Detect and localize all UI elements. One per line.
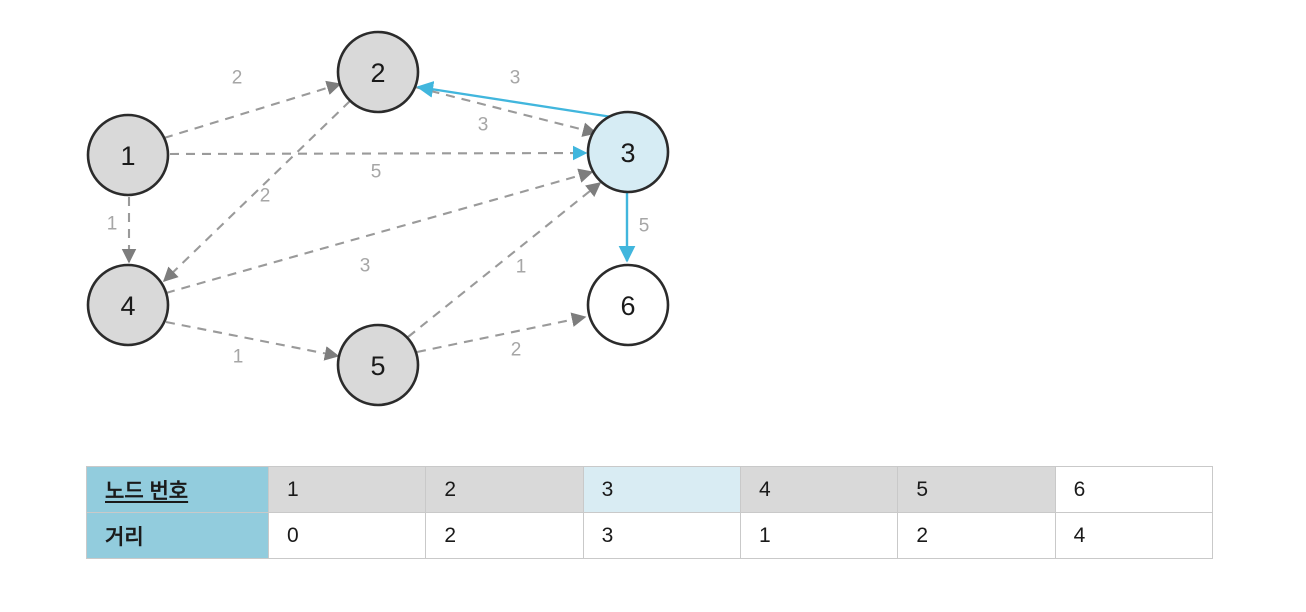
- edge-5-6-line: [416, 312, 587, 354]
- distance-cell-1: 0: [267, 512, 427, 559]
- graph-diagram: 2 5 1 3 2: [86, 30, 670, 407]
- node-number-cell-6: 6: [1054, 466, 1214, 513]
- edge-5-6-weight: 2: [511, 340, 522, 361]
- distance-cell-6: 4: [1054, 512, 1214, 559]
- node-number-cell-2: 2: [425, 466, 584, 513]
- distance-cell-3: 3: [582, 512, 741, 559]
- graph-node-4[interactable]: 4: [86, 263, 170, 347]
- edge-3-6-weight: 5: [639, 216, 650, 237]
- edge-4-3-weight: 3: [360, 256, 371, 277]
- edge-2-3: 3: [414, 68, 598, 137]
- node-number-cell-4: 4: [739, 466, 899, 513]
- edge-1-4: 1: [107, 197, 137, 264]
- edge-1-3: 5: [169, 145, 588, 183]
- edge-4-5-weight: 1: [233, 347, 244, 368]
- edge-layer: 2 5 1 3 2: [107, 68, 650, 368]
- graph-node-1-label: 1: [120, 141, 135, 171]
- node-number-cell-5: 5: [897, 466, 1056, 513]
- graph-node-5-label: 5: [370, 351, 385, 381]
- row-label-distance-text: 거리: [105, 525, 144, 549]
- edge-1-4-weight: 1: [107, 214, 118, 235]
- distance-cell-2: 2: [425, 512, 584, 559]
- graph-canvas: 2 5 1 3 2: [86, 30, 670, 407]
- node-number-cell-1: 1: [267, 466, 427, 513]
- row-label-distance: 거리: [86, 512, 269, 559]
- node-number-cell-3: 3: [582, 466, 741, 513]
- graph-node-4-circle[interactable]: [86, 263, 170, 347]
- graph-node-6-circle[interactable]: [586, 263, 670, 347]
- graph-node-3-label: 3: [620, 138, 635, 168]
- edge-4-5: 1: [165, 320, 340, 368]
- edge-3-6-highlight: 5: [618, 193, 650, 263]
- graph-node-2[interactable]: 2: [336, 30, 420, 114]
- edge-2-4: 2: [162, 100, 351, 283]
- graph-node-5-circle[interactable]: [336, 323, 420, 407]
- row-label-node-number-text: 노드 번호: [105, 479, 189, 503]
- graph-node-1[interactable]: 1: [86, 113, 170, 197]
- graph-node-5[interactable]: 5: [336, 323, 420, 407]
- graph-node-3[interactable]: 3: [586, 110, 670, 194]
- table-row-node-number: 노드 번호 1 2 3 4 5 6: [86, 466, 1214, 513]
- distance-cell-5: 2: [897, 512, 1056, 559]
- edge-5-3-weight: 1: [516, 257, 527, 278]
- graph-node-2-label: 2: [370, 58, 385, 88]
- table-row-distance: 거리 0 2 3 1 2 4: [86, 512, 1214, 559]
- edge-1-2-line: [163, 80, 342, 140]
- edge-4-3-line: [165, 168, 594, 295]
- edge-4-3: 3: [165, 168, 594, 295]
- graph-node-6-label: 6: [620, 291, 635, 321]
- edge-1-2-weight: 2: [232, 68, 243, 89]
- edge-1-2: 2: [163, 68, 342, 140]
- edge-5-3-line: [407, 182, 602, 338]
- graph-node-4-label: 4: [120, 291, 135, 321]
- edge-1-3-line: [169, 145, 588, 161]
- graph-node-1-circle[interactable]: [86, 113, 170, 197]
- edge-2-4-line: [162, 100, 351, 283]
- distance-table-container: 노드 번호 1 2 3 4 5 6 거리 0 2 3 1 2 4: [86, 466, 1214, 559]
- edge-3-2-highlight: 3: [416, 81, 613, 136]
- edge-2-4-weight: 2: [260, 186, 271, 207]
- edge-5-6: 2: [416, 312, 587, 361]
- node-layer: 1 2 3 4 5 6: [86, 30, 670, 407]
- edge-1-3-weight: 5: [371, 162, 382, 183]
- graph-node-6[interactable]: 6: [586, 263, 670, 347]
- graph-node-2-circle[interactable]: [336, 30, 420, 114]
- row-label-node-number: 노드 번호: [86, 466, 269, 513]
- graph-node-3-circle[interactable]: [586, 110, 670, 194]
- edge-3-2-weight: 3: [478, 115, 489, 136]
- edge-4-5-line: [165, 320, 340, 361]
- edge-2-3-weight: 3: [510, 68, 521, 89]
- edge-3-2-line: [416, 81, 613, 119]
- edge-5-3: 1: [407, 182, 602, 338]
- distance-cell-4: 1: [739, 512, 899, 559]
- distance-table: 노드 번호 1 2 3 4 5 6 거리 0 2 3 1 2 4: [86, 466, 1214, 559]
